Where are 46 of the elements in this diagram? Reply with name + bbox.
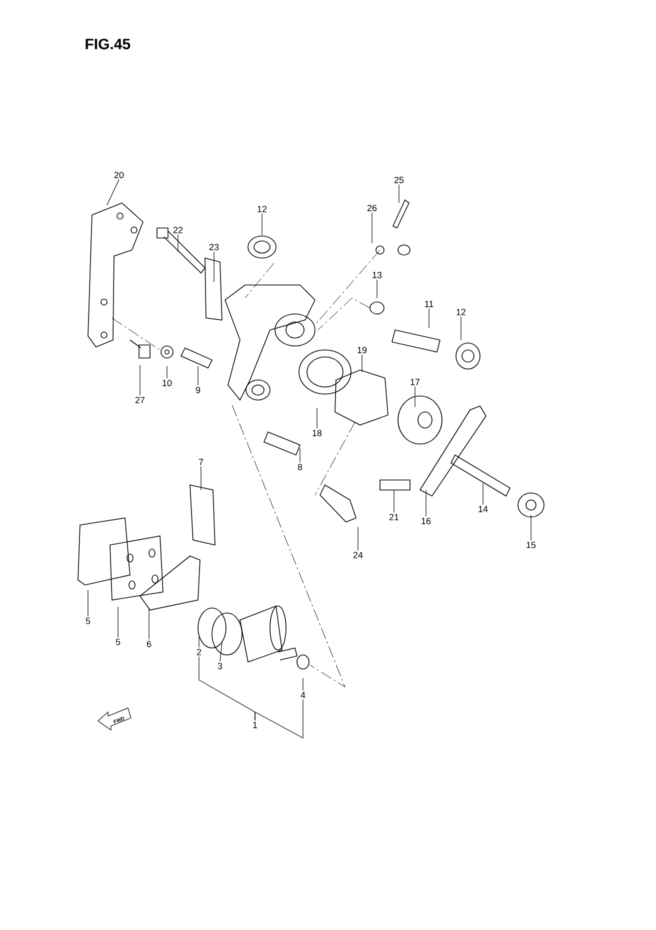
callout-number: 24 <box>353 552 363 558</box>
callout-number: 5 <box>86 618 90 624</box>
leader-line <box>166 366 168 379</box>
leader-line <box>482 482 484 505</box>
callout-number: 12 <box>258 206 267 212</box>
leader-line <box>398 184 400 204</box>
leader-line <box>376 279 378 298</box>
callout-number: 2 <box>196 648 202 656</box>
callout-number: 23 <box>209 244 219 250</box>
callout-number: 21 <box>389 514 399 520</box>
callout-number: 6 <box>146 640 152 648</box>
leader-line <box>220 642 222 662</box>
callout-number: 12 <box>456 308 466 316</box>
callout-number: 20 <box>114 172 124 178</box>
leader-line <box>530 514 532 541</box>
callout-number: 4 <box>300 692 306 698</box>
leader-line <box>414 386 416 408</box>
leader-line <box>148 608 150 640</box>
leader-line <box>198 636 200 648</box>
callout-number: 19 <box>358 346 367 354</box>
callout-number: 16 <box>422 518 431 524</box>
leader-line <box>316 408 318 429</box>
callout-number: 9 <box>196 386 200 394</box>
callout-number: 10 <box>162 380 172 386</box>
callout-number: 17 <box>410 378 420 386</box>
figure-title: FIG.45 <box>86 38 130 50</box>
callout-number: 8 <box>298 464 302 470</box>
callout-number: 1 <box>253 722 258 728</box>
callout-number: 5 <box>116 638 120 646</box>
callout-number: 18 <box>312 430 322 436</box>
callout-number: 25 <box>394 176 404 184</box>
callout-number: 26 <box>367 204 377 212</box>
callout-number: 11 <box>425 300 434 308</box>
leader-line <box>254 699 304 738</box>
callout-number: 13 <box>372 272 382 278</box>
leader-line <box>200 466 202 490</box>
callout-number: 7 <box>198 458 204 466</box>
callout-number: 3 <box>218 662 222 670</box>
leader-line <box>428 308 430 328</box>
leader-line <box>302 678 304 691</box>
callout-number: 27 <box>135 396 145 404</box>
leader-line <box>460 316 462 340</box>
callout-number: 22 <box>173 226 183 234</box>
leader-line <box>106 179 120 206</box>
callout-number: 15 <box>526 542 536 548</box>
callout-number: 14 <box>478 506 488 512</box>
